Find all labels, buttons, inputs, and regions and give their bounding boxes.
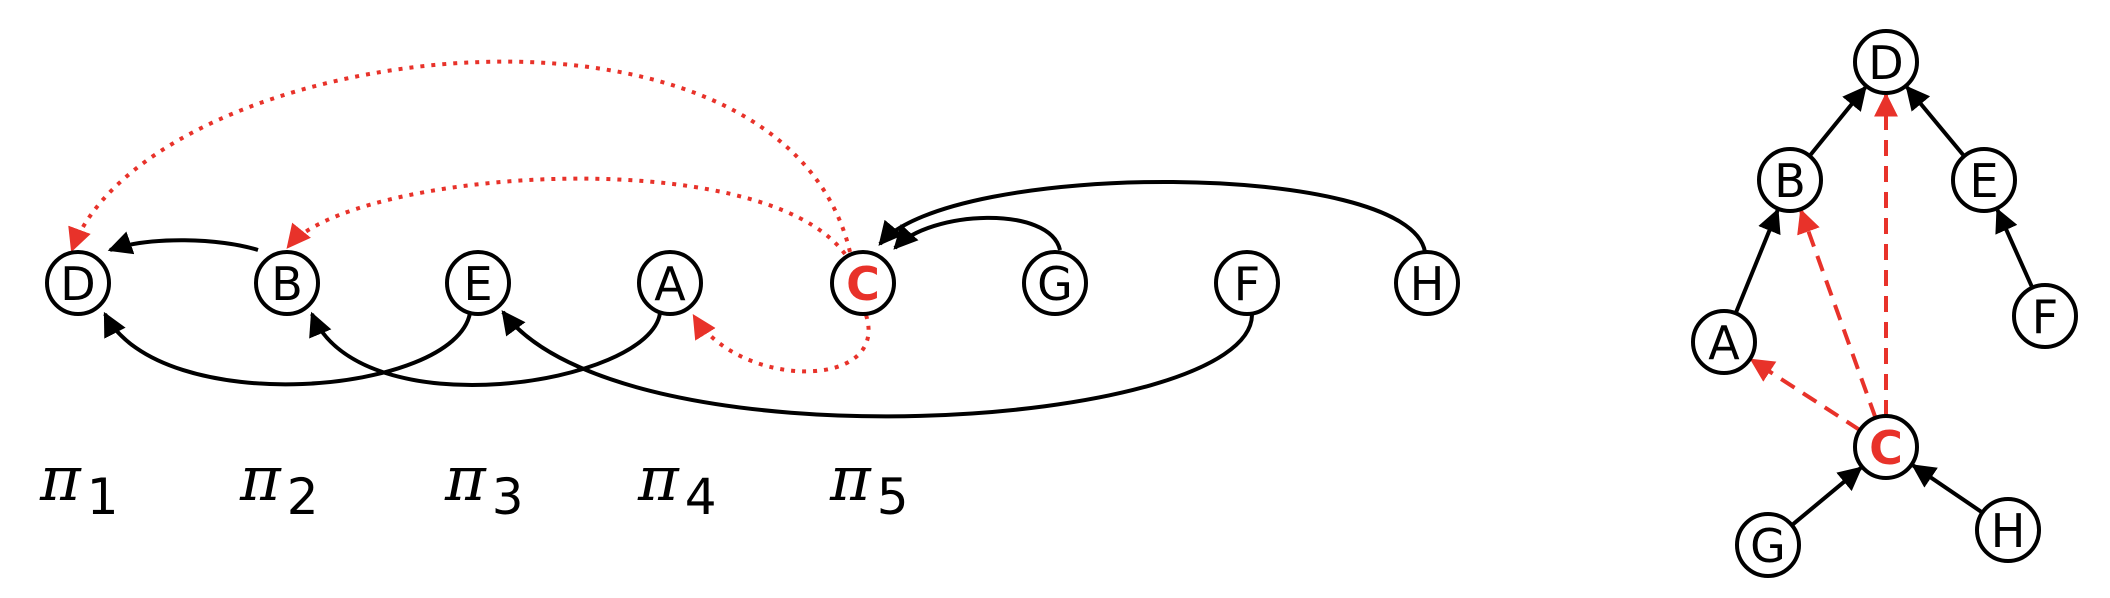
tree-edge-g-to-c — [1790, 466, 1863, 527]
line-edge-b-to-d — [107, 231, 259, 255]
tree-node-b: B — [1757, 147, 1823, 213]
tree-edge-a-to-b — [1733, 208, 1781, 315]
tree-view-nodes: D B E A F C G H — [1691, 29, 2078, 578]
line-node-d: D — [45, 250, 111, 316]
line-node-a: A — [637, 250, 703, 316]
node-label: C — [1869, 421, 1903, 475]
tree-node-h: H — [1975, 497, 2041, 563]
node-label: C — [846, 257, 880, 311]
node-label: D — [1868, 36, 1903, 90]
tree-node-f: F — [2012, 283, 2078, 349]
node-circle — [1691, 309, 1757, 375]
node-circle — [1853, 414, 1919, 480]
node-circle — [637, 250, 703, 316]
tree-node-a: A — [1691, 309, 1757, 375]
node-circle — [254, 250, 320, 316]
line-edge-e-to-d — [103, 311, 472, 387]
tree-node-g: G — [1735, 512, 1801, 578]
line-node-f: F — [1214, 250, 1280, 316]
node-label: D — [60, 257, 95, 311]
tree-edge-h-to-c — [1911, 463, 1984, 515]
line-edge-f-to-e — [501, 310, 1254, 419]
node-label: A — [1708, 316, 1740, 370]
node-circle — [2012, 283, 2078, 349]
tree-edge-b-to-d — [1808, 85, 1867, 158]
line-view-edges — [68, 59, 1427, 419]
node-label: G — [1037, 257, 1073, 311]
line-edge-a-to-b — [309, 311, 662, 388]
node-circle — [45, 250, 111, 316]
node-label: B — [1774, 154, 1806, 208]
node-circle — [445, 250, 511, 316]
node-circle — [1853, 29, 1919, 95]
line-edge-c-to-b — [286, 176, 847, 256]
tree-node-e: E — [1951, 147, 2017, 213]
line-node-c: C — [830, 250, 896, 316]
line-edge-c-to-d — [68, 59, 852, 253]
node-circle — [830, 250, 896, 316]
node-label: E — [1969, 154, 1998, 208]
tree-edge-e-to-d — [1905, 85, 1966, 158]
node-label: B — [271, 257, 303, 311]
node-circle — [1022, 250, 1088, 316]
line-edge-c-to-a — [692, 313, 871, 374]
node-circle — [1214, 250, 1280, 316]
node-label: F — [1234, 257, 1260, 311]
tree-node-c: C — [1853, 414, 1919, 480]
line-node-b: B — [254, 250, 320, 316]
tree-view-edges — [1733, 85, 2035, 527]
line-node-g: G — [1022, 250, 1088, 316]
node-label: E — [463, 257, 492, 311]
line-node-h: H — [1394, 250, 1460, 316]
line-node-e: E — [445, 250, 511, 316]
node-label: A — [654, 257, 686, 311]
tree-node-d: D — [1853, 29, 1919, 95]
node-label: H — [1410, 257, 1445, 311]
node-label: F — [2032, 290, 2058, 344]
node-circle — [1757, 147, 1823, 213]
line-edge-h-to-c — [878, 180, 1427, 253]
node-label: H — [1991, 504, 2026, 558]
tree-edge-f-to-e — [1995, 207, 2035, 289]
tree-edge-c-to-a — [1749, 358, 1862, 432]
node-circle — [1394, 250, 1460, 316]
tree-edge-c-to-b — [1797, 208, 1878, 419]
line-edge-g-to-c — [893, 215, 1062, 251]
node-circle — [1975, 497, 2041, 563]
node-label: G — [1750, 519, 1786, 573]
node-circle — [1951, 147, 2017, 213]
node-circle — [1735, 512, 1801, 578]
